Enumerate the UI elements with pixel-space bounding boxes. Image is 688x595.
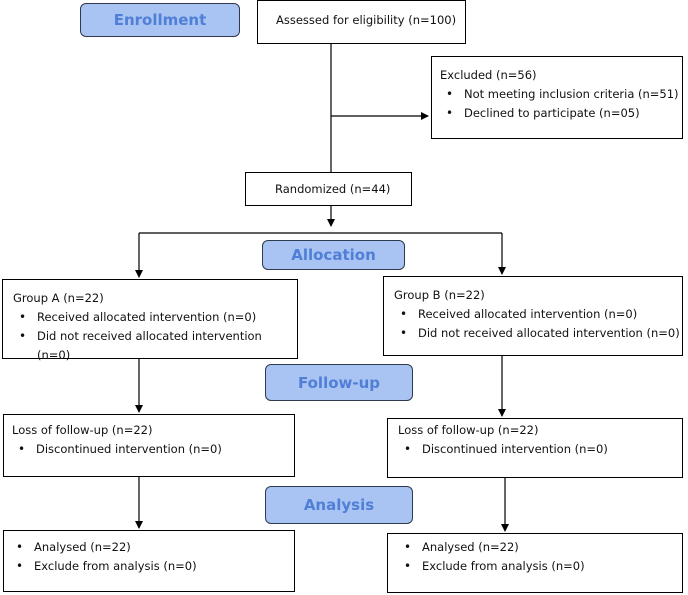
analysis-b-item: Analysed (n=22)	[398, 538, 682, 557]
group-b-box: Group B (n=22) Received allocated interv…	[383, 276, 683, 356]
excluded-title: Excluded (n=56)	[440, 68, 537, 82]
group-a-item: Received allocated intervention (n=0)	[13, 308, 297, 327]
group-a-list: Received allocated intervention (n=0) Di…	[13, 308, 297, 365]
stage-analysis: Analysis	[265, 486, 413, 524]
stage-allocation-label: Allocation	[291, 246, 376, 264]
randomized-text: Randomized (n=44)	[275, 182, 391, 196]
analysis-b-box: Analysed (n=22) Exclude from analysis (n…	[387, 533, 683, 593]
stage-analysis-label: Analysis	[303, 496, 375, 514]
excluded-item: Not meeting inclusion criteria (n=51)	[440, 85, 682, 104]
group-b-item: Did not received allocated intervention …	[394, 324, 682, 343]
group-b-list: Received allocated intervention (n=0) Di…	[394, 305, 682, 343]
excluded-box: Excluded (n=56) Not meeting inclusion cr…	[431, 56, 683, 139]
followup-a-box: Loss of follow-up (n=22) Discontinued in…	[3, 414, 295, 477]
analysis-b-item: Exclude from analysis (n=0)	[398, 557, 682, 576]
followup-a-list: Discontinued intervention (n=0)	[12, 440, 294, 459]
stage-followup: Follow-up	[265, 364, 413, 401]
group-a-title: Group A (n=22)	[13, 291, 104, 305]
group-b-item: Received allocated intervention (n=0)	[394, 305, 682, 324]
analysis-a-box: Analysed (n=22) Exclude from analysis (n…	[3, 530, 295, 592]
followup-a-item: Discontinued intervention (n=0)	[12, 440, 294, 459]
stage-followup-label: Follow-up	[297, 373, 381, 392]
followup-b-list: Discontinued intervention (n=0)	[398, 440, 682, 459]
group-b-title: Group B (n=22)	[394, 288, 485, 302]
stage-enrollment-label: Enrollment	[113, 11, 207, 29]
excluded-item: Declined to participate (n=05)	[440, 104, 682, 123]
group-a-item: Did not received allocated intervention …	[13, 327, 297, 365]
stage-allocation: Allocation	[262, 240, 405, 270]
analysis-a-list: Analysed (n=22) Exclude from analysis (n…	[10, 538, 294, 576]
followup-b-item: Discontinued intervention (n=0)	[398, 440, 682, 459]
group-a-box: Group A (n=22) Received allocated interv…	[2, 279, 298, 362]
followup-b-box: Loss of follow-up (n=22) Discontinued in…	[387, 418, 683, 478]
analysis-a-item: Exclude from analysis (n=0)	[10, 557, 294, 576]
assessed-box: Assessed for eligibility (n=100)	[257, 0, 466, 44]
analysis-b-list: Analysed (n=22) Exclude from analysis (n…	[398, 538, 682, 576]
assessed-text: Assessed for eligibility (n=100)	[276, 13, 457, 27]
followup-a-title: Loss of follow-up (n=22)	[12, 423, 153, 437]
excluded-list: Not meeting inclusion criteria (n=51) De…	[440, 85, 682, 123]
stage-enrollment: Enrollment	[80, 3, 240, 37]
randomized-box: Randomized (n=44)	[245, 172, 412, 206]
followup-b-title: Loss of follow-up (n=22)	[398, 423, 539, 437]
analysis-a-item: Analysed (n=22)	[10, 538, 294, 557]
